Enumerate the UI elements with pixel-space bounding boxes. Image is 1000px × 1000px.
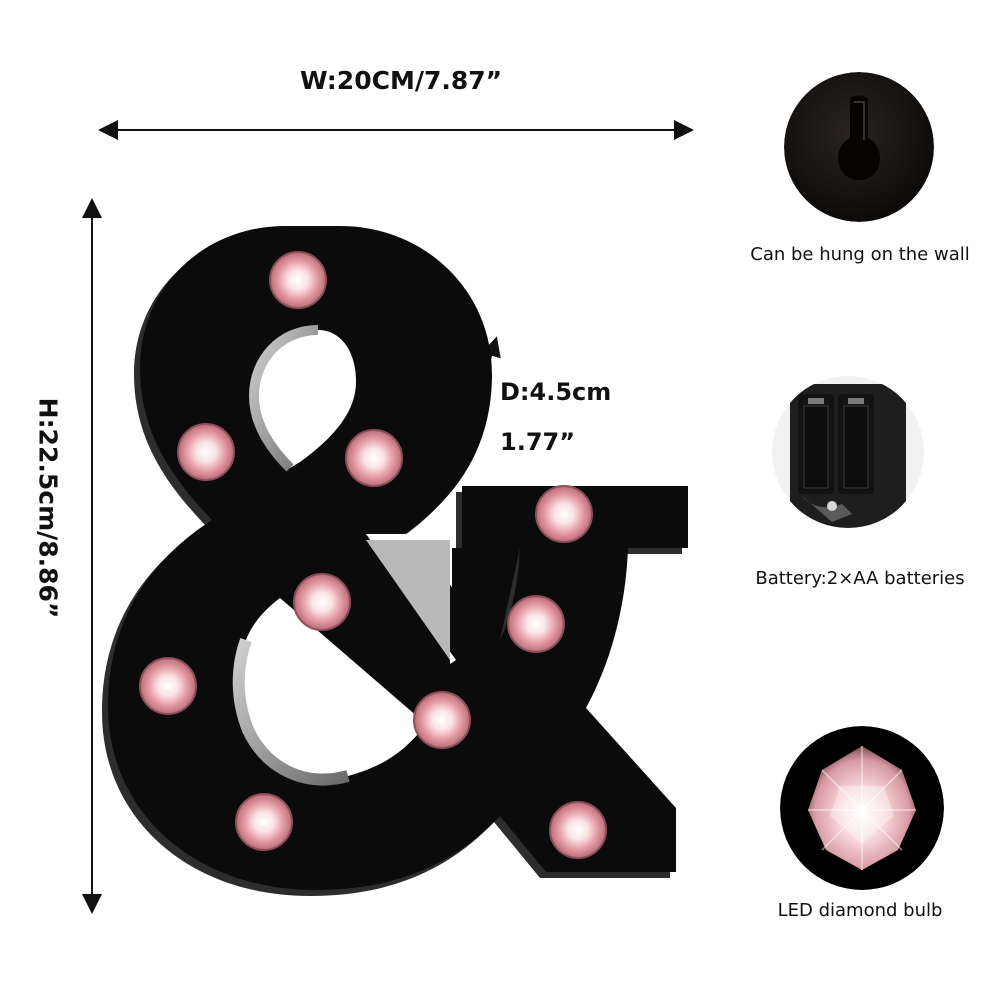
bulb [269, 251, 327, 309]
bulb [549, 801, 607, 859]
bulb [507, 595, 565, 653]
bulb [139, 657, 197, 715]
wall-hook-photo [784, 72, 934, 222]
bulb [535, 485, 593, 543]
depth-inch-label: 1.77” [500, 428, 575, 456]
battery-compartment-photo [772, 376, 924, 528]
ampersand-marquee-letter [102, 226, 688, 896]
bulb [345, 429, 403, 487]
caption-battery: Battery:2×AA batteries [755, 568, 965, 589]
height-label: H:22.5cm/8.86” [33, 397, 63, 619]
bulb-array [139, 251, 607, 859]
bulb [177, 423, 235, 481]
caption-led-bulb: LED diamond bulb [777, 900, 943, 921]
width-label: W:20CM/7.87” [300, 66, 503, 95]
led-bulb-photo [780, 726, 944, 890]
bulb [293, 573, 351, 631]
depth-label: D:4.5cm [500, 378, 612, 406]
bulb [413, 691, 471, 749]
caption-wall-hanging: Can be hung on the wall [750, 244, 970, 265]
bulb [235, 793, 293, 851]
